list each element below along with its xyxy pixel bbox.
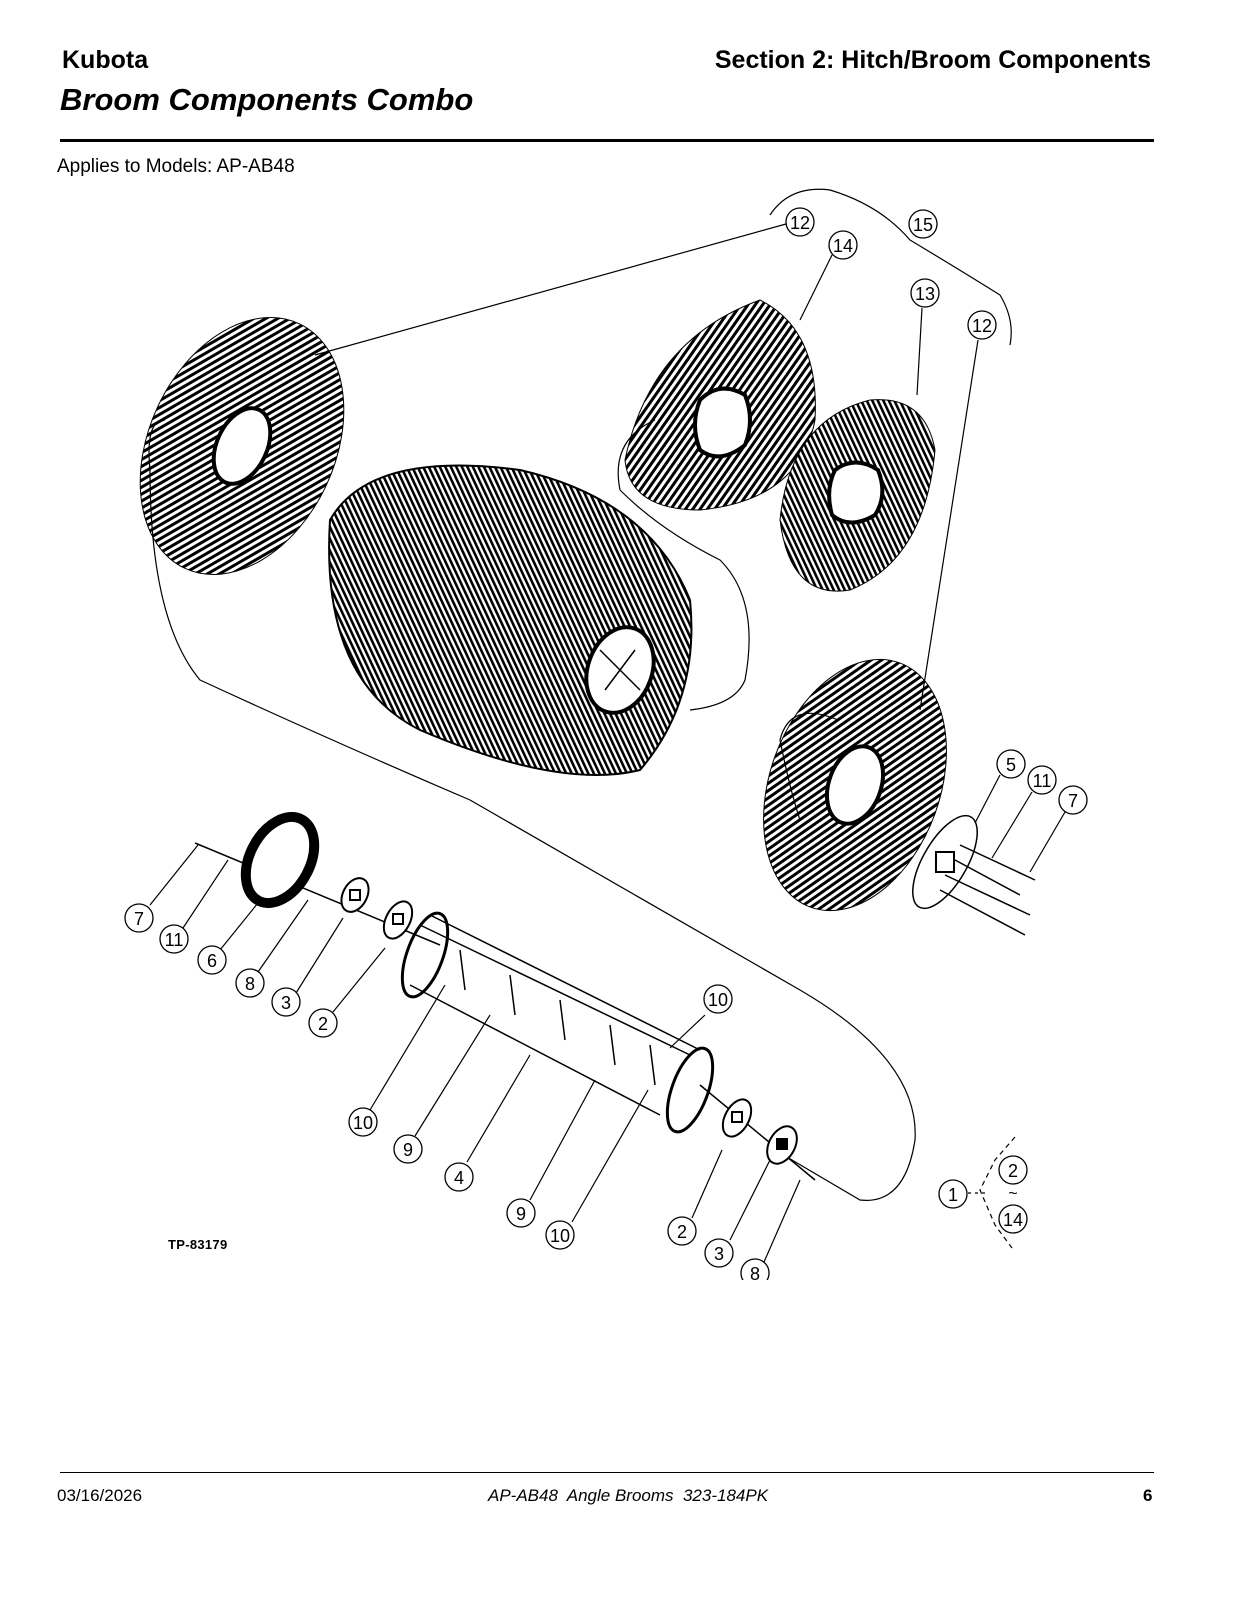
svg-text:11: 11 xyxy=(165,930,184,950)
assembly-loop-left xyxy=(148,419,471,801)
brush-disc-14 xyxy=(624,299,816,511)
callout-10c: 10 xyxy=(545,1220,575,1250)
callout-6: 6 xyxy=(197,945,227,975)
footer-divider xyxy=(60,1472,1154,1473)
callout-2a: 2 xyxy=(308,1008,338,1038)
svg-text:5: 5 xyxy=(1006,755,1016,775)
section-title: Section 2: Hitch/Broom Components xyxy=(714,46,1151,74)
svg-text:2: 2 xyxy=(318,1014,328,1034)
callout-9b: 9 xyxy=(506,1198,536,1228)
svg-text:12: 12 xyxy=(972,316,992,336)
callout-3b: 3 xyxy=(704,1238,734,1268)
svg-text:9: 9 xyxy=(516,1204,526,1224)
svg-text:8: 8 xyxy=(750,1264,760,1280)
header-divider xyxy=(60,139,1154,142)
svg-text:2: 2 xyxy=(1008,1161,1018,1181)
callout-8a: 8 xyxy=(235,968,265,998)
svg-text:1: 1 xyxy=(948,1185,958,1205)
assembly-loop-middle xyxy=(617,419,750,711)
svg-text:3: 3 xyxy=(281,993,291,1013)
svg-text:2: 2 xyxy=(677,1222,687,1242)
bracket-15 xyxy=(769,188,1012,346)
callout-14b: 14 xyxy=(998,1204,1028,1234)
svg-text:3: 3 xyxy=(714,1244,724,1264)
callout-11a: 11 xyxy=(1027,765,1057,795)
callout-4: 4 xyxy=(444,1162,474,1192)
applies-to-models: Applies to Models: AP-AB48 xyxy=(57,156,295,177)
bracket-1 xyxy=(979,1136,1016,1249)
callout-10a: 10 xyxy=(703,984,733,1014)
svg-text:11: 11 xyxy=(1033,771,1052,791)
callout-3a: 3 xyxy=(271,987,301,1017)
svg-text:15: 15 xyxy=(913,215,933,235)
svg-text:12: 12 xyxy=(790,213,810,233)
svg-text:4: 4 xyxy=(454,1168,464,1188)
callout-2c: 2 xyxy=(998,1155,1028,1185)
assembly-loop-right xyxy=(779,712,839,821)
brush-disc-right xyxy=(763,658,947,912)
svg-text:7: 7 xyxy=(134,909,144,929)
parts-diagram: 12 14 15 13 12 5 11 7 7 11 6 8 3 2 10 10… xyxy=(124,188,1088,1280)
svg-text:6: 6 xyxy=(207,951,217,971)
svg-text:10: 10 xyxy=(550,1226,570,1246)
page-number: 6 xyxy=(1143,1486,1153,1505)
callout-11b: 11 xyxy=(159,924,189,954)
svg-text:7: 7 xyxy=(1068,791,1078,811)
end-plate-5 xyxy=(912,814,1036,936)
svg-text:14: 14 xyxy=(833,236,853,256)
drawing-number: TP-83179 xyxy=(168,1237,228,1252)
callout-7b: 7 xyxy=(124,903,154,933)
footer-document-reference: AP-AB48 Angle Brooms 323-184PK xyxy=(488,1486,769,1505)
svg-text:~: ~ xyxy=(1008,1186,1017,1203)
left-hardware xyxy=(194,812,441,946)
brand-name: Kubota xyxy=(62,46,149,74)
callout-12b: 12 xyxy=(967,310,997,340)
callout-12a: 12 xyxy=(785,207,815,237)
svg-text:10: 10 xyxy=(353,1113,373,1133)
callout-leaders xyxy=(149,223,1066,1263)
svg-text:10: 10 xyxy=(708,990,728,1010)
core-tube-4 xyxy=(400,911,715,1134)
callout-1: 1 xyxy=(938,1179,968,1209)
right-hardware xyxy=(699,1084,816,1181)
svg-text:9: 9 xyxy=(403,1140,413,1160)
callout-14a: 14 xyxy=(828,230,858,260)
callout-10b: 10 xyxy=(348,1107,378,1137)
brush-disc-13 xyxy=(779,399,936,592)
assembly-line-main xyxy=(469,799,916,1201)
callout-13: 13 xyxy=(910,278,940,308)
page-title: Broom Components Combo xyxy=(60,82,474,117)
callout-15: 15 xyxy=(908,209,938,239)
callout-5: 5 xyxy=(996,749,1026,779)
callout-8b: 8 xyxy=(740,1258,770,1280)
brush-disc-left xyxy=(139,316,345,576)
callout-2b: 2 xyxy=(667,1216,697,1246)
callout-range-tilde: ~ xyxy=(1008,1186,1017,1203)
broom-core-assembly xyxy=(328,464,693,776)
svg-text:8: 8 xyxy=(245,974,255,994)
footer-date: 03/16/2026 xyxy=(57,1486,143,1505)
svg-text:13: 13 xyxy=(915,284,935,304)
callout-7a: 7 xyxy=(1058,785,1088,815)
callout-9a: 9 xyxy=(393,1134,423,1164)
svg-text:14: 14 xyxy=(1003,1210,1023,1230)
